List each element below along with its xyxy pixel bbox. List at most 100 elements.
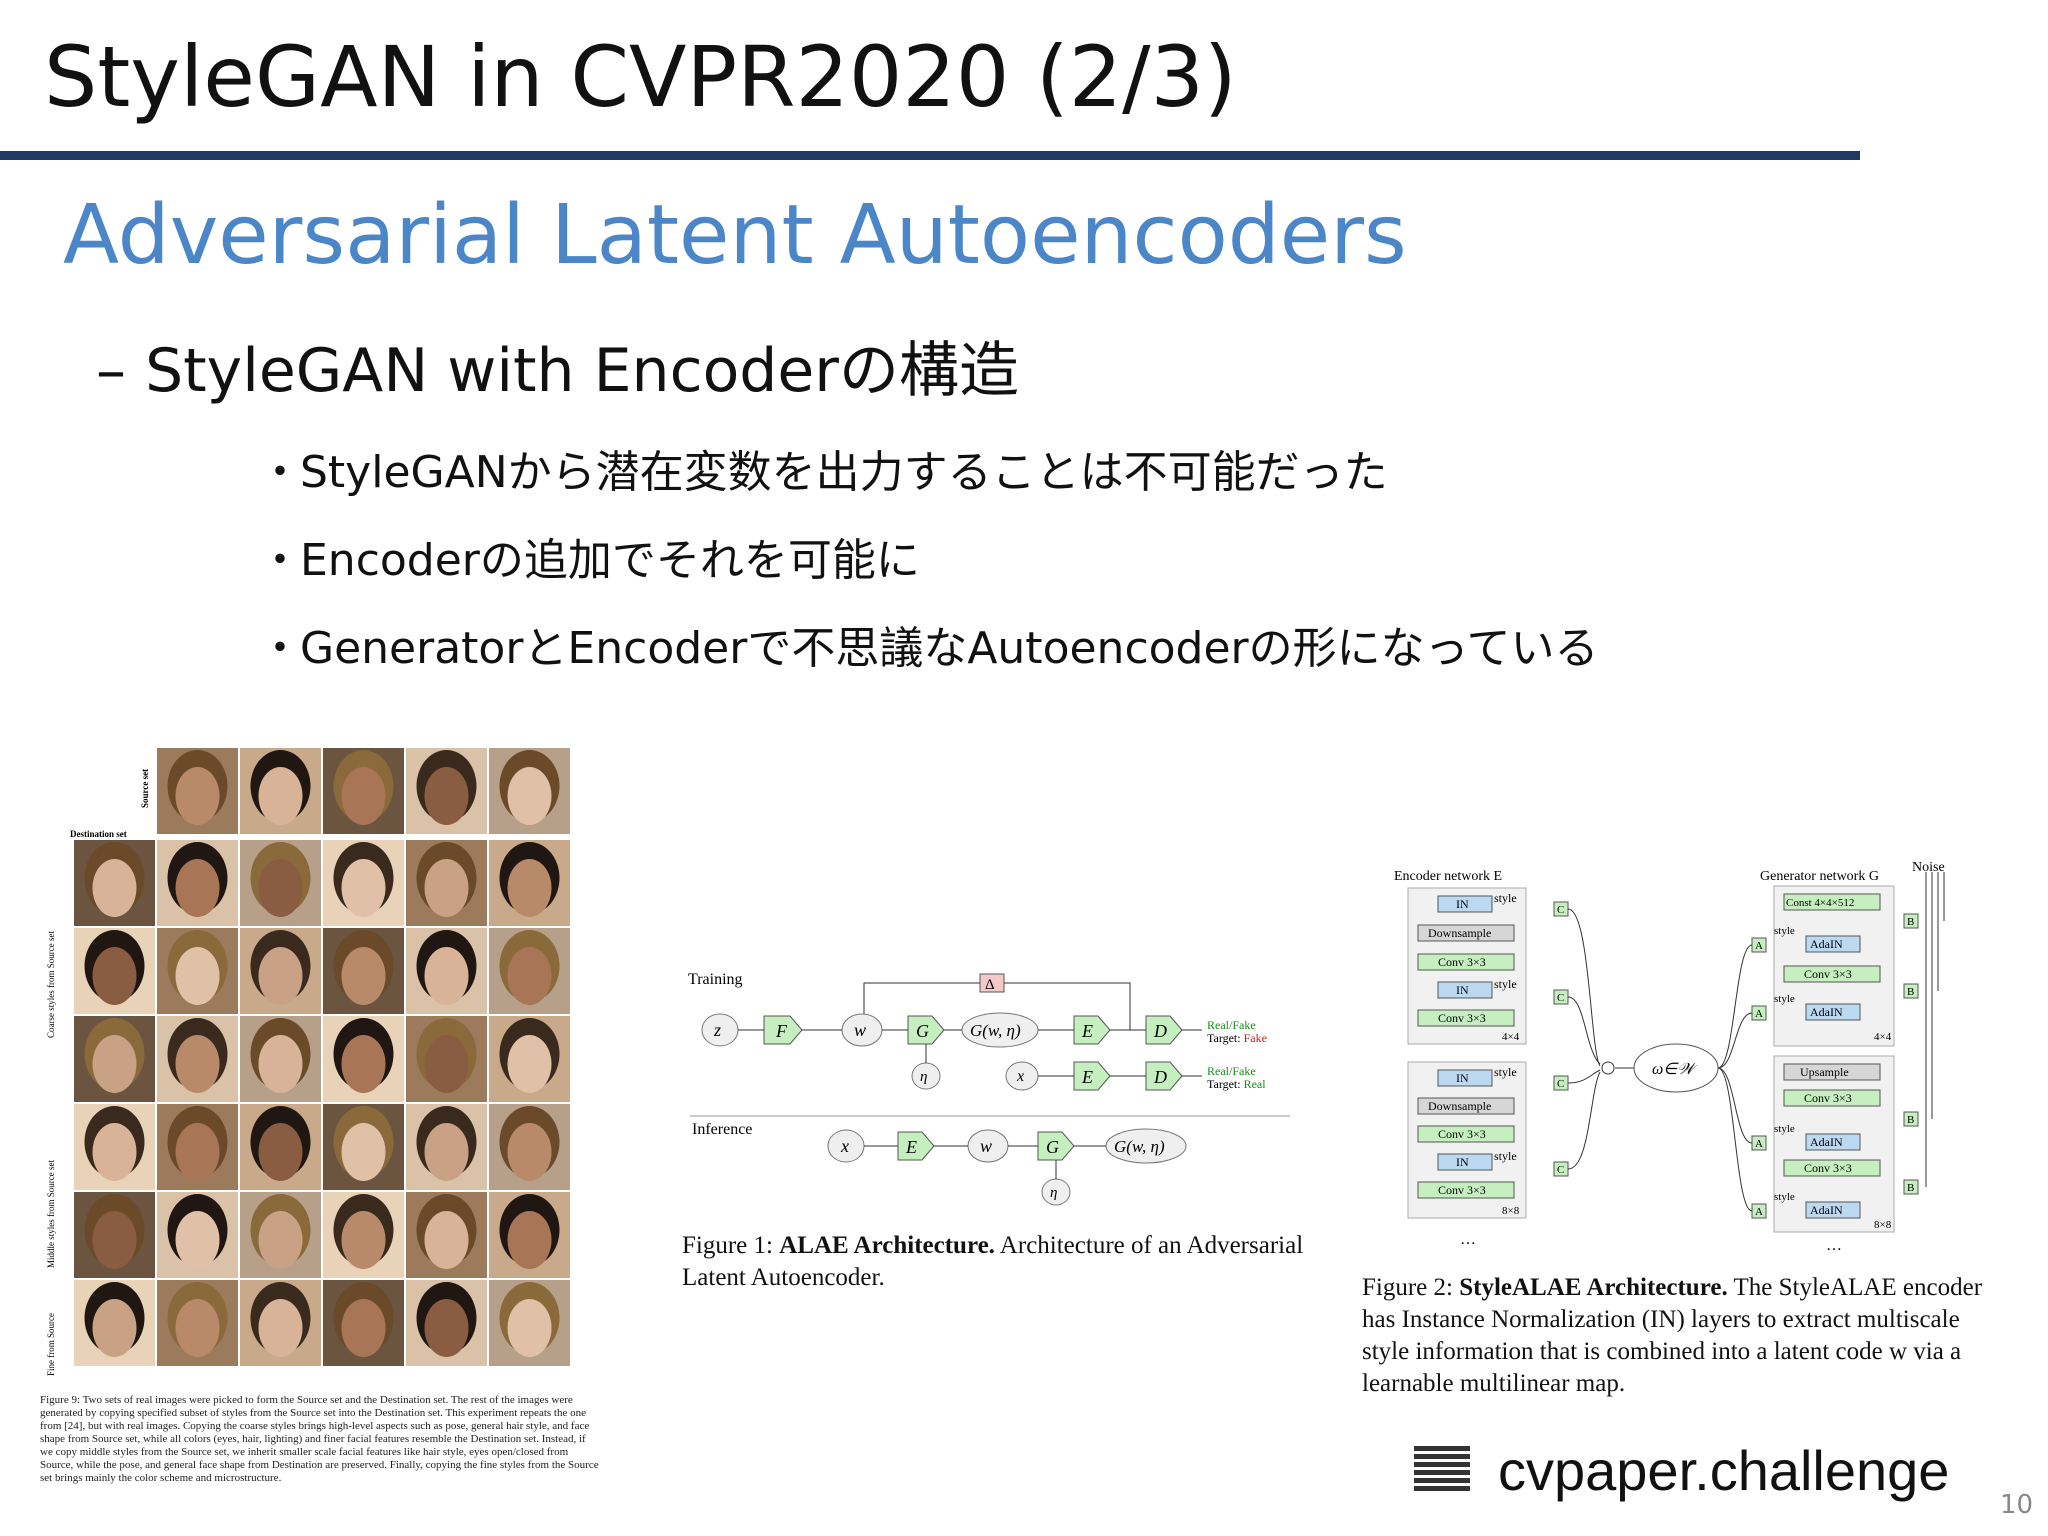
svg-text:style: style — [1494, 1149, 1517, 1163]
training-label: Training — [688, 971, 743, 988]
figure1-caption-prefix: Figure 1: — [682, 1232, 779, 1259]
svg-text:Conv 3×3: Conv 3×3 — [1438, 1183, 1486, 1197]
sub-bullet-text: Encoderの追加でそれを可能に — [300, 535, 920, 586]
svg-text:style: style — [1494, 891, 1517, 905]
bullet-marker: ・ — [258, 436, 300, 500]
face-image — [157, 840, 238, 926]
face-image — [74, 1280, 155, 1366]
face-image — [489, 840, 570, 926]
output1-target-label: Target: — [1207, 1031, 1244, 1045]
slide-title: StyleGAN in CVPR2020 (2/3) — [44, 28, 1237, 126]
node-w-label: w — [854, 1020, 866, 1040]
svg-text:B: B — [1907, 986, 1914, 998]
encoder-title: Encoder network E — [1394, 869, 1502, 884]
svg-text:Conv 3×3: Conv 3×3 — [1438, 955, 1486, 969]
output2-target-value: Real — [1244, 1077, 1267, 1091]
face-image — [406, 928, 487, 1014]
face-image — [157, 1016, 238, 1102]
svg-text:Conv 3×3: Conv 3×3 — [1438, 1011, 1486, 1025]
svg-text:style: style — [1774, 993, 1795, 1005]
node-F-label: F — [775, 1021, 788, 1041]
figure9-caption: Figure 9: Two sets of real images were p… — [40, 1394, 600, 1485]
label-middle-styles: Middle styles from Source set — [46, 1160, 56, 1268]
svg-text:4×4: 4×4 — [1874, 1031, 1892, 1043]
face-image — [74, 1104, 155, 1190]
output1-target-value: Fake — [1244, 1031, 1267, 1045]
inf-node-Gw-label: G(w, η) — [1114, 1137, 1165, 1156]
inf-node-w-label: w — [980, 1136, 992, 1156]
svg-text:IN: IN — [1456, 1155, 1469, 1169]
svg-text:A: A — [1755, 1206, 1763, 1218]
figure2-caption: Figure 2: StyleALAE Architecture. The St… — [1362, 1272, 1992, 1400]
face-image — [323, 928, 404, 1014]
face-image — [323, 840, 404, 926]
encoder-arrows — [1568, 909, 1634, 1169]
face-image — [240, 840, 321, 926]
face-image — [323, 1016, 404, 1102]
svg-text:…: … — [1826, 1237, 1842, 1254]
face-image — [323, 748, 404, 834]
svg-text:A: A — [1755, 940, 1763, 952]
face-image — [489, 1016, 570, 1102]
face-image — [489, 748, 570, 834]
svg-text:style: style — [1494, 1065, 1517, 1079]
label-coarse-styles: Coarse styles from Source set — [46, 931, 56, 1038]
svg-text:Downsample: Downsample — [1428, 926, 1491, 940]
delta-label: Δ — [985, 977, 995, 993]
node-Gw-label: G(w, η) — [970, 1021, 1021, 1040]
page-number: 10 — [2000, 1490, 2033, 1520]
face-image — [323, 1104, 404, 1190]
svg-text:B: B — [1907, 916, 1914, 928]
sub-bullet-text: StyleGANから潜在変数を出力することは不可能だった — [300, 447, 1388, 498]
face-grid — [74, 748, 570, 1366]
figure1-caption: Figure 1: ALAE Architecture. Architectur… — [682, 1230, 1322, 1294]
inf-node-eta-label: η — [1050, 1185, 1057, 1201]
face-image — [406, 1104, 487, 1190]
sum-node — [1602, 1062, 1614, 1074]
face-image — [157, 1280, 238, 1366]
svg-text:Upsample: Upsample — [1800, 1065, 1849, 1079]
label-source-set: Source set — [140, 769, 150, 808]
output2-realfake: Real/Fake — [1207, 1064, 1256, 1078]
face-image — [74, 928, 155, 1014]
cvpaper-logo-icon — [1410, 1440, 1474, 1496]
face-image — [406, 840, 487, 926]
figure2-caption-bold: StyleALAE Architecture. — [1459, 1274, 1727, 1301]
inference-label: Inference — [692, 1121, 752, 1138]
inf-node-E-label: E — [905, 1137, 917, 1157]
face-image — [240, 1280, 321, 1366]
label-destination-set: Destination set — [70, 829, 127, 839]
svg-text:8×8: 8×8 — [1874, 1219, 1892, 1231]
face-image — [406, 1016, 487, 1102]
node-E-label: E — [1081, 1021, 1093, 1041]
node-z-label: z — [713, 1020, 721, 1040]
svg-text:IN: IN — [1456, 1071, 1469, 1085]
sub-bullet-3: ・GeneratorとEncoderで不思議なAutoencoderの形になって… — [258, 612, 1598, 676]
svg-text:Const 4×4×512: Const 4×4×512 — [1786, 897, 1854, 909]
slide-subtitle: Adversarial Latent Autoencoders — [63, 188, 1407, 283]
sub-bullet-text: GeneratorとEncoderで不思議なAutoencoderの形になってい… — [300, 623, 1598, 674]
node-G-label: G — [916, 1021, 929, 1041]
node-D2-label: D — [1153, 1067, 1167, 1087]
svg-text:B: B — [1907, 1182, 1914, 1194]
face-image — [240, 1016, 321, 1102]
face-image — [240, 748, 321, 834]
face-image — [406, 1192, 487, 1278]
svg-text:AdaIN: AdaIN — [1810, 1203, 1843, 1217]
svg-text:Conv 3×3: Conv 3×3 — [1804, 1091, 1852, 1105]
face-image — [74, 1192, 155, 1278]
face-image — [74, 840, 155, 926]
face-image — [157, 1104, 238, 1190]
svg-text:C: C — [1557, 1164, 1564, 1176]
svg-text:Conv 3×3: Conv 3×3 — [1804, 1161, 1852, 1175]
svg-text:AdaIN: AdaIN — [1810, 1135, 1843, 1149]
svg-text:style: style — [1774, 1191, 1795, 1203]
svg-text:A: A — [1755, 1138, 1763, 1150]
svg-text:4×4: 4×4 — [1502, 1031, 1520, 1043]
inf-node-x-label: x — [840, 1136, 849, 1156]
svg-text:style: style — [1774, 925, 1795, 937]
logo-text: cvpaper.challenge — [1498, 1438, 1949, 1503]
generator-title: Generator network G — [1760, 869, 1879, 884]
face-image — [157, 928, 238, 1014]
figure2-caption-prefix: Figure 2: — [1362, 1274, 1459, 1301]
